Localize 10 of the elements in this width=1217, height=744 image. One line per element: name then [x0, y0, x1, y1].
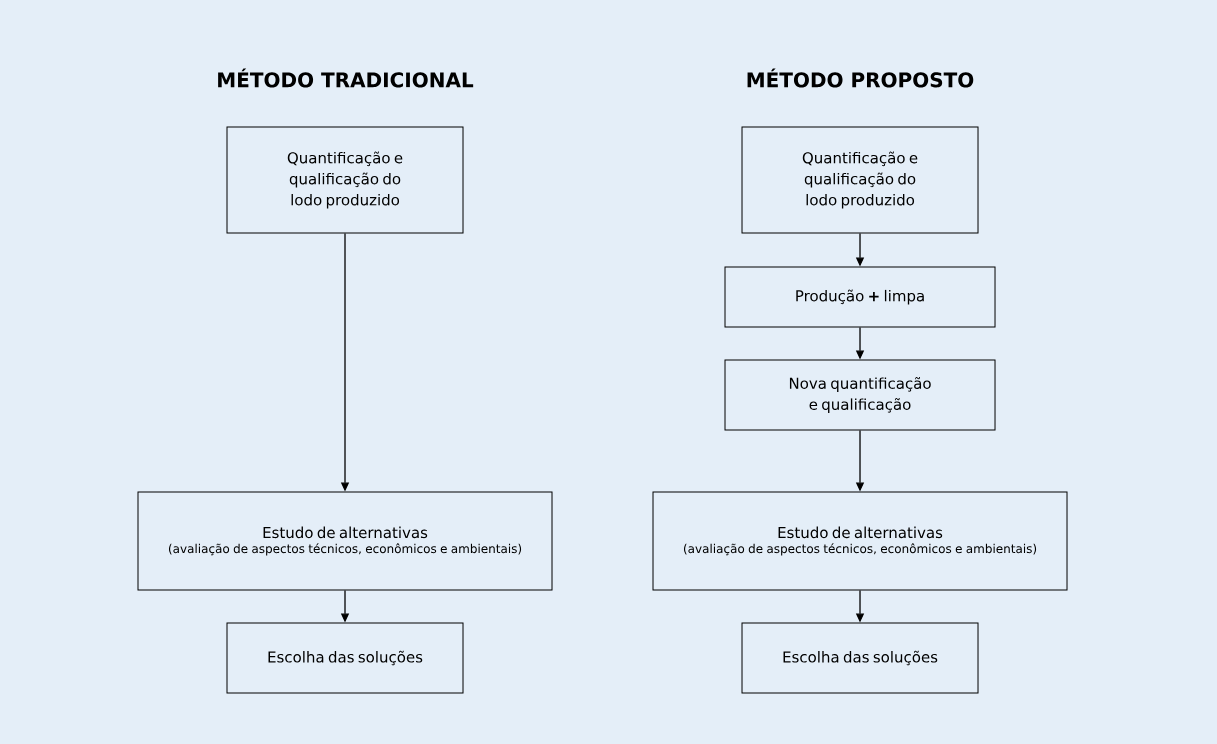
process-box: Estudo de alternativas (avaliação de aspectos técnicos, econômicos e ambientais) [137, 491, 553, 591]
process-box: Nova quantificação e qualificação [724, 359, 996, 431]
process-box: Quantificação e qualificação do lodo produzido [226, 126, 464, 234]
process-box: Escolha das soluções [741, 622, 979, 694]
process-box: Estudo de alternativas (avaliação de aspectos técnicos, econômicos e ambientais) [652, 491, 1068, 591]
process-box: Escolha das soluções [226, 622, 464, 694]
column-heading: MÉTODO PROPOSTO [747, 68, 974, 88]
process-box: Quantificação e qualificação do lodo produzido [741, 126, 979, 234]
process-box: Produção + limpa [724, 266, 996, 328]
column-heading: MÉTODO TRADICIONAL [218, 68, 474, 88]
